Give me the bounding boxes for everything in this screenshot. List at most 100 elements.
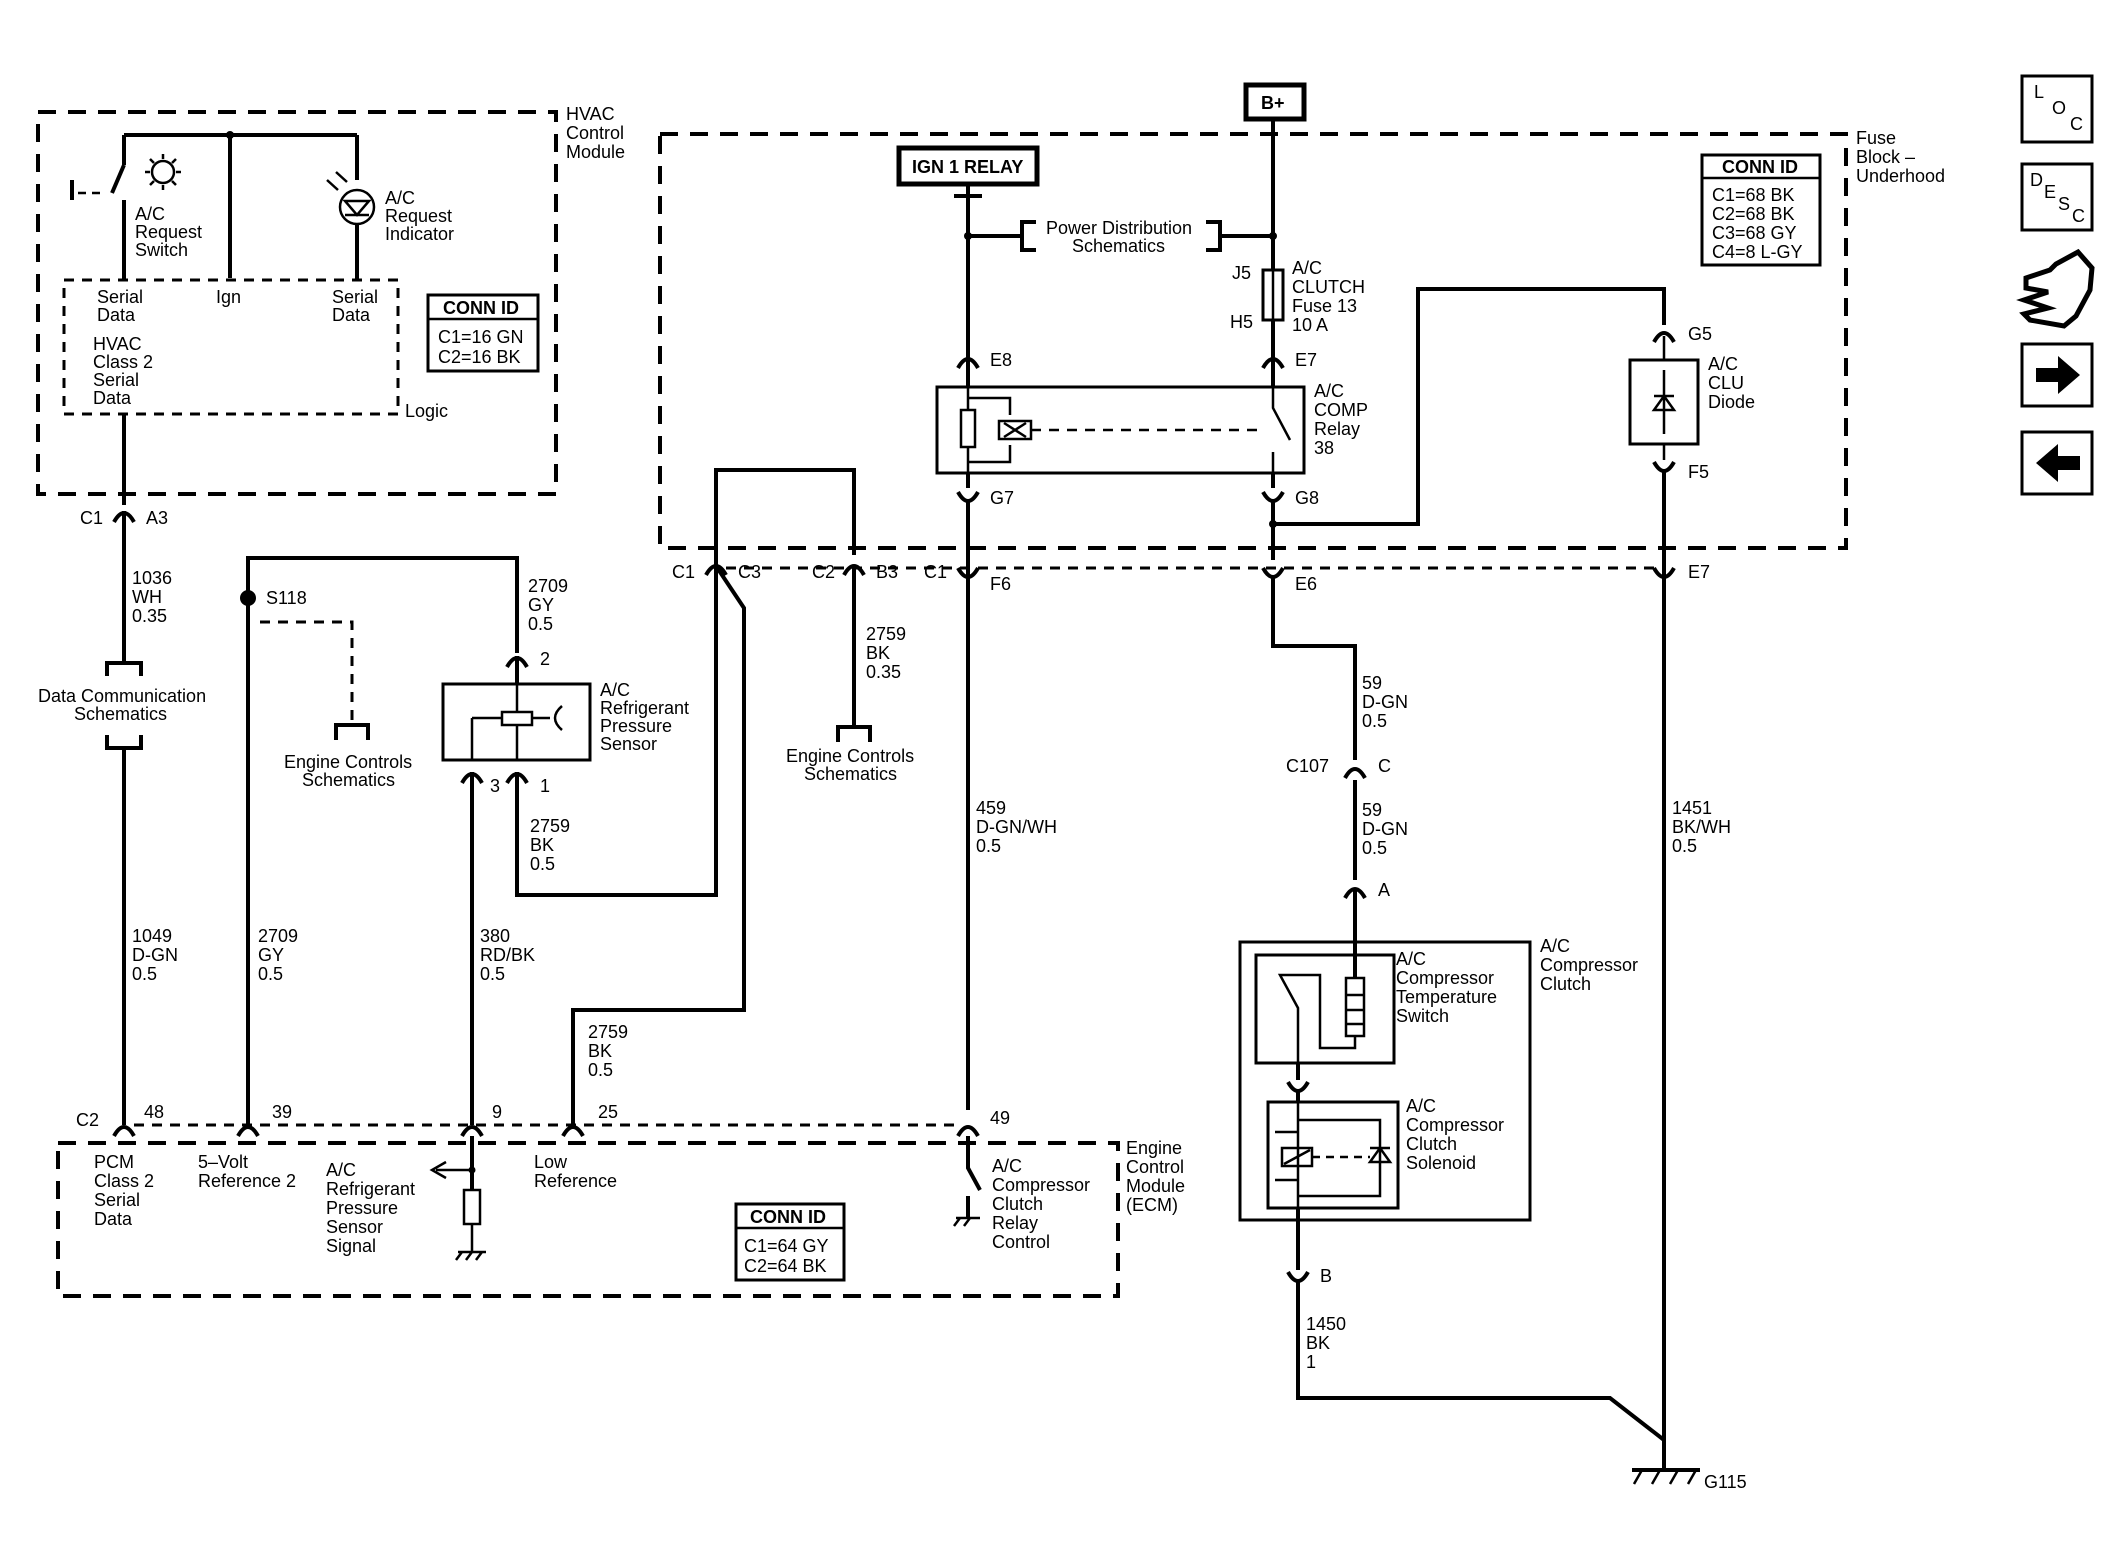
connectors-e6-label: E6 bbox=[1295, 574, 1317, 594]
ecm-conn-id-box: CONN ID C1=64 GY C2=64 BK bbox=[734, 1202, 846, 1282]
relay-name-0-label: A/C bbox=[1314, 381, 1344, 401]
sensor-name-3-label: Sensor bbox=[600, 734, 657, 754]
connectors-e8-label: E8 bbox=[990, 350, 1012, 370]
ign1-relay-source: IGN 1 RELAY bbox=[896, 145, 1040, 360]
connectors-p3-label: 3 bbox=[490, 776, 500, 796]
wire-380-num: 380 bbox=[480, 926, 510, 946]
data-comm-reference: Data Communication Schematics bbox=[38, 661, 206, 750]
wire-1451-gauge: 0.5 bbox=[1672, 836, 1697, 856]
relay-name-2-label: Relay bbox=[1314, 419, 1360, 439]
clutch-solenoid-3-label: Solenoid bbox=[1406, 1153, 1476, 1173]
connectors-e7-label: E7 bbox=[1295, 350, 1317, 370]
conn-ids-ecm-lines-1-label: C2=64 BK bbox=[744, 1256, 827, 1276]
next-arrow-button[interactable] bbox=[2020, 342, 2094, 408]
connectors-c2-b-label: C2 bbox=[812, 562, 835, 582]
wire-1451-num: 1451 bbox=[1672, 798, 1712, 818]
ground-g115: G115 bbox=[1632, 1468, 1747, 1492]
wire-2709b-gauge: 0.5 bbox=[258, 964, 283, 984]
wire-2709a-gauge: 0.5 bbox=[528, 614, 553, 634]
wire-2759c-color: BK bbox=[588, 1041, 612, 1061]
wire-59b-num: 59 bbox=[1362, 800, 1382, 820]
conn-ids-fuse-lines-0-label: C1=68 BK bbox=[1712, 185, 1795, 205]
sensor-name-0-label: A/C bbox=[600, 680, 630, 700]
connectors-c-label: C bbox=[1378, 756, 1391, 776]
clutch-temp-switch-2-label: Temperature bbox=[1396, 987, 1497, 1007]
request-indicator-label-1: A/C bbox=[385, 188, 415, 208]
connectors-g5-label: G5 bbox=[1688, 324, 1712, 344]
connectors-p9-label: 9 bbox=[492, 1102, 502, 1122]
ecm-labels-relay-ctrl-3-label: Relay bbox=[992, 1213, 1038, 1233]
clutch-solenoid-0-label: A/C bbox=[1406, 1096, 1436, 1116]
ecm-labels-signal-2-label: Pressure bbox=[326, 1198, 398, 1218]
hvac-conn-id-box: CONN ID C1=16 GN C2=16 BK bbox=[426, 293, 540, 373]
clutch-assembly-2-label: Clutch bbox=[1540, 974, 1591, 994]
previous-arrow-button[interactable] bbox=[2020, 430, 2094, 496]
connectors-p39-label: 39 bbox=[272, 1102, 292, 1122]
clutch-assembly-0-label: A/C bbox=[1540, 936, 1570, 956]
connectors-c107-label: C107 bbox=[1286, 756, 1329, 776]
wire-459-num: 459 bbox=[976, 798, 1006, 818]
wire-1036-num: 1036 bbox=[132, 568, 172, 588]
nav-desc-2-label: S bbox=[2058, 194, 2070, 214]
connectors-p48-label: 48 bbox=[144, 1102, 164, 1122]
fuse-name-3-label: 10 A bbox=[1292, 315, 1328, 335]
refs-data-comm-0-label: Data Communication bbox=[38, 686, 206, 706]
connectors-p25-label: 25 bbox=[598, 1102, 618, 1122]
wire-2759c-gauge: 0.5 bbox=[588, 1060, 613, 1080]
modules-ecm-3-label: (ECM) bbox=[1126, 1195, 1178, 1215]
connectors-g7-label: G7 bbox=[990, 488, 1014, 508]
connectors-f6-label: F6 bbox=[990, 574, 1011, 594]
engine-controls-reference-2: Engine Controls Schematics bbox=[786, 725, 914, 784]
diode-name-2-label: Diode bbox=[1708, 392, 1755, 412]
serial-data-left-1: Serial bbox=[97, 287, 143, 307]
wire-59a-gauge: 0.5 bbox=[1362, 711, 1387, 731]
wire-2759b-color: BK bbox=[530, 835, 554, 855]
clutch-assembly-1-label: Compressor bbox=[1540, 955, 1638, 975]
fuse-name-0-label: A/C bbox=[1292, 258, 1322, 278]
connectors-e7b-label: E7 bbox=[1688, 562, 1710, 582]
sensor-name-1-label: Refrigerant bbox=[600, 698, 689, 718]
modules-fuse-block-2-label: Underhood bbox=[1856, 166, 1945, 186]
clutch-solenoid-1-label: Compressor bbox=[1406, 1115, 1504, 1135]
power-bplus-label: B+ bbox=[1261, 93, 1285, 113]
conn-ids-hvac-title-label: CONN ID bbox=[443, 298, 519, 318]
wire-59a-num: 59 bbox=[1362, 673, 1382, 693]
connectors-b-label: B bbox=[1320, 1266, 1332, 1286]
connector-hand-icon[interactable] bbox=[2016, 248, 2095, 329]
connector-a: A bbox=[1343, 880, 1390, 900]
connector-c107: C107 C bbox=[1286, 756, 1391, 795]
connectors-c3-label: C3 bbox=[738, 562, 761, 582]
serial-data-right-1: Serial bbox=[332, 287, 378, 307]
led-indicator-icon bbox=[326, 171, 376, 280]
fuse-h-label: H5 bbox=[1230, 312, 1253, 332]
refs-engine-ctrl-1-1-label: Schematics bbox=[302, 770, 395, 790]
wire-59a-color: D-GN bbox=[1362, 692, 1408, 712]
nav-loc-2-label: C bbox=[2070, 114, 2083, 134]
relay-name-3-label: 38 bbox=[1314, 438, 1334, 458]
wire-2759a-gauge: 0.35 bbox=[866, 662, 901, 682]
wire-1036-gauge: 0.35 bbox=[132, 606, 167, 626]
connector-c1-f6: C1 F6 bbox=[924, 562, 1011, 594]
location-nav-button[interactable]: L O C bbox=[2020, 74, 2094, 144]
conn-ids-hvac-lines-0-label: C1=16 GN bbox=[438, 327, 524, 347]
wire-1049-color: D-GN bbox=[132, 945, 178, 965]
wire-1450-gauge: 1 bbox=[1306, 1352, 1316, 1372]
serial-data-left-2: Data bbox=[97, 305, 136, 325]
connectors-c1-a-label: C1 bbox=[80, 508, 103, 528]
ecm-labels-relay-ctrl-0-label: A/C bbox=[992, 1156, 1022, 1176]
request-indicator-label-2: Request bbox=[385, 206, 452, 226]
modules-fuse-block-0-label: Fuse bbox=[1856, 128, 1896, 148]
connectors-p1-label: 1 bbox=[540, 776, 550, 796]
wire-1450-color: BK bbox=[1306, 1333, 1330, 1353]
connectors-p2-label: 2 bbox=[540, 649, 550, 669]
nav-desc-3-label: C bbox=[2072, 206, 2085, 226]
description-nav-button[interactable]: D E S C bbox=[2020, 162, 2094, 232]
refs-engine-ctrl-1-0-label: Engine Controls bbox=[284, 752, 412, 772]
engine-controls-reference-1: Engine Controls Schematics bbox=[284, 723, 412, 790]
wire-59b-gauge: 0.5 bbox=[1362, 838, 1387, 858]
ecm-labels-signal-0-label: A/C bbox=[326, 1160, 356, 1180]
diode-name-0-label: A/C bbox=[1708, 354, 1738, 374]
clutch-temp-switch-3-label: Switch bbox=[1396, 1006, 1449, 1026]
connector-e7-bottom: E7 bbox=[1652, 562, 1710, 582]
